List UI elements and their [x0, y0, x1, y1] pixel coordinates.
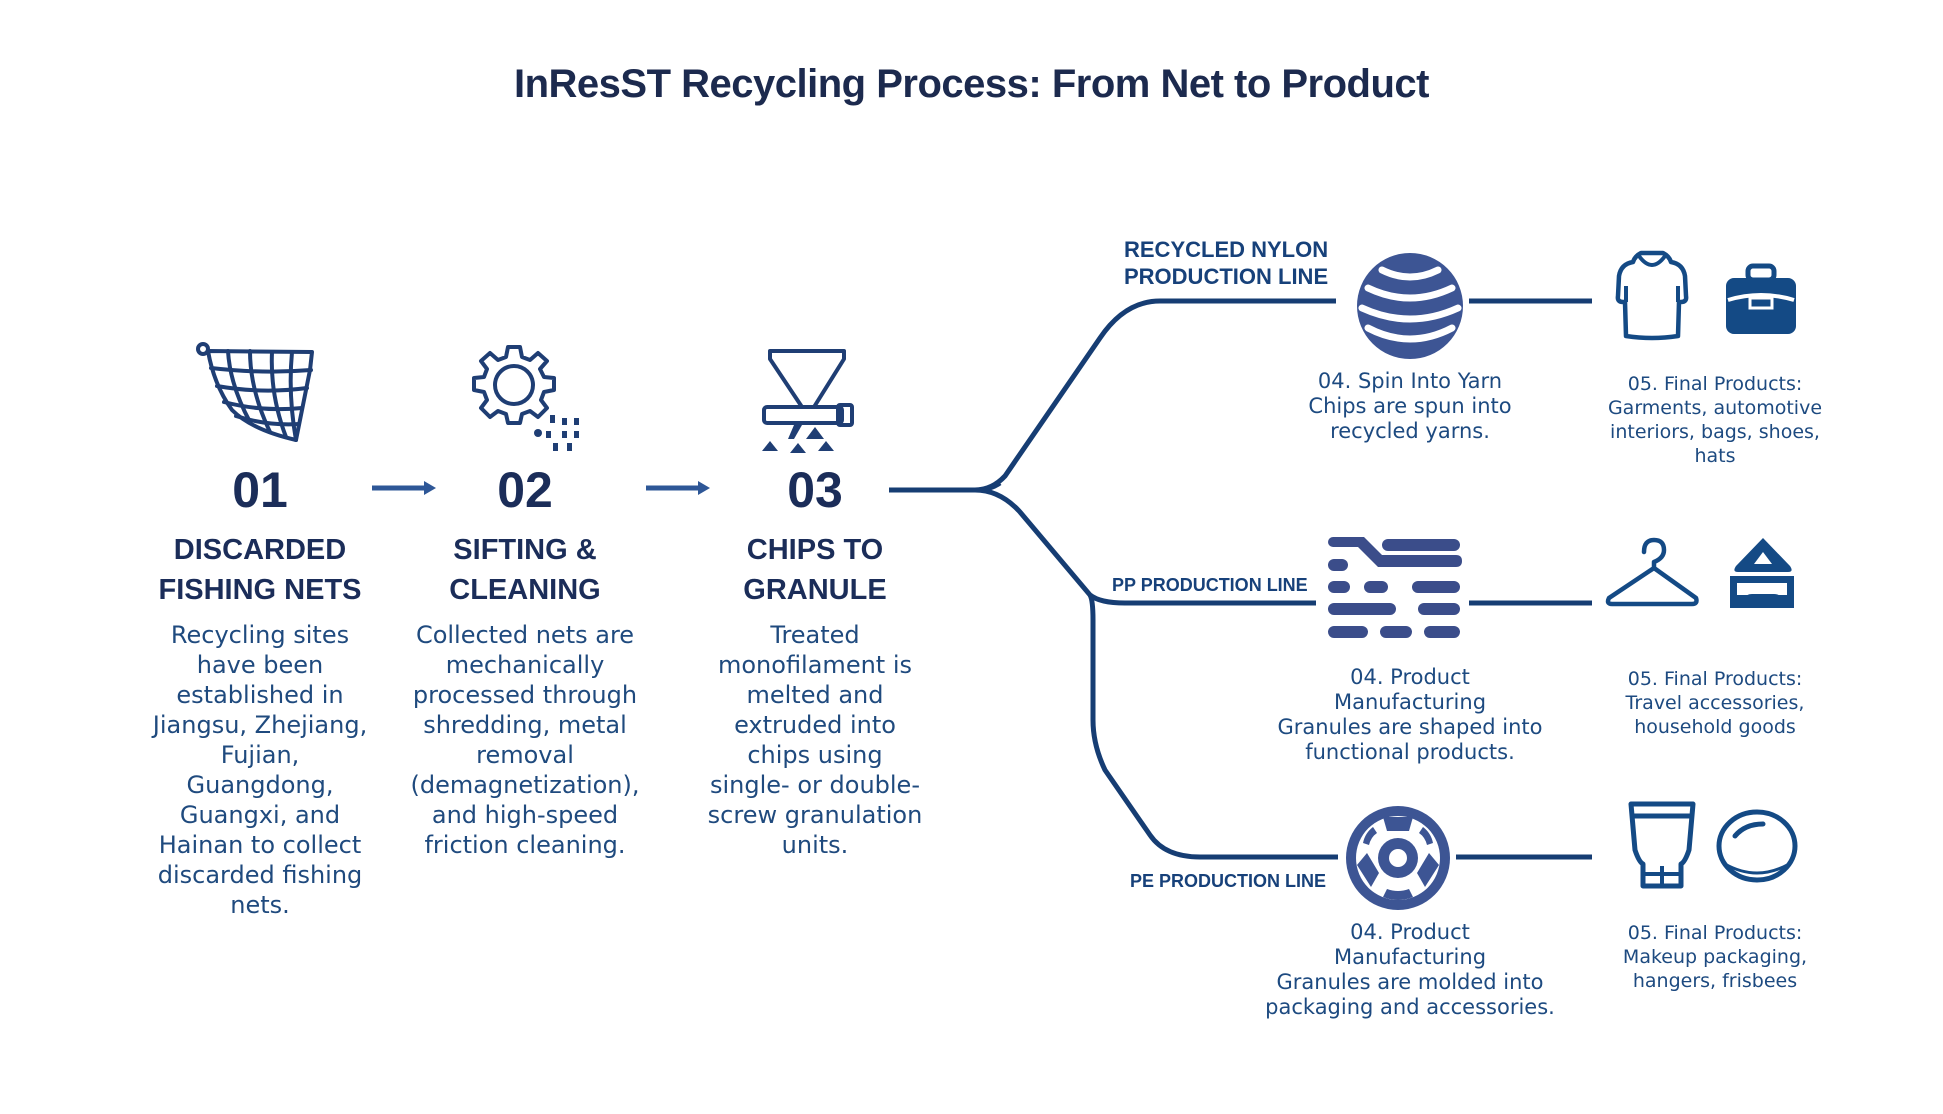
page-title: InResST Recycling Process: From Net to P…	[514, 62, 1430, 106]
products-description: Makeup packaging, hangers, frisbees	[1622, 946, 1808, 992]
yarn-ball-icon	[1357, 253, 1463, 359]
products-title: 05. Final Products:	[1627, 922, 1803, 944]
step-number: 01	[232, 462, 288, 518]
line-label-pp: PP PRODUCTION LINE	[1112, 575, 1308, 595]
stage-description: Chips are spun into recycled yarns.	[1308, 394, 1512, 443]
step-number: 02	[497, 462, 553, 518]
step-title: CHIPS TO GRANULE	[743, 534, 887, 606]
step-03: 03 CHIPS TO GRANULE Treated monofilament…	[695, 462, 935, 860]
manufacturing-lines-icon	[1328, 537, 1462, 638]
arrow-step2-to-step3	[646, 481, 710, 495]
products-title: 05. Final Products:	[1627, 373, 1803, 395]
products-description: Garments, automotive interiors, bags, sh…	[1607, 397, 1823, 467]
stage-title: 04. Product Manufacturing	[1333, 665, 1487, 714]
frisbee-icon	[1716, 809, 1798, 883]
step-description: Recycling sites have been established in…	[152, 621, 368, 919]
extruder-icon	[762, 349, 854, 453]
step-01: 01 DISCARDED FISHING NETS Recycling site…	[140, 462, 380, 920]
bag-icon	[1726, 263, 1796, 334]
stage-04-pe: 04. Product Manufacturing Granules are m…	[1250, 920, 1570, 1020]
line-label-pe: PE PRODUCTION LINE	[1130, 871, 1327, 891]
stage-04-nylon: 04. Spin Into Yarn Chips are spun into r…	[1260, 369, 1560, 444]
step-description: Treated monofilament is melted and extru…	[707, 621, 923, 859]
products-title: 05. Final Products:	[1627, 668, 1803, 690]
stage-04-pp: 04. Product Manufacturing Granules are s…	[1255, 665, 1565, 765]
step-description: Collected nets are mechanically processe…	[410, 621, 640, 859]
step-title: DISCARDED FISHING NETS	[158, 534, 362, 606]
final-products-pp: 05. Final Products: Travel accessories, …	[1590, 667, 1840, 739]
stage-title: 04. Spin Into Yarn	[1317, 369, 1503, 393]
final-products-nylon: 05. Final Products: Garments, automotive…	[1590, 372, 1840, 468]
stage-description: Granules are molded into packaging and a…	[1265, 970, 1555, 1019]
t-shirt-icon	[1615, 250, 1689, 341]
gear-sifting-icon	[472, 345, 579, 451]
mold-wheel-icon	[1346, 806, 1450, 910]
final-products-pe: 05. Final Products: Makeup packaging, ha…	[1590, 921, 1840, 993]
products-description: Travel accessories, household goods	[1625, 692, 1805, 738]
stage-description: Granules are shaped into functional prod…	[1277, 715, 1543, 764]
step-title: SIFTING & CLEANING	[449, 534, 601, 606]
stage-title: 04. Product Manufacturing	[1333, 920, 1487, 969]
branch-pe	[1087, 593, 1338, 860]
line-label-nylon: RECYCLED NYLON PRODUCTION LINE	[1124, 237, 1329, 289]
arrow-step1-to-step2	[372, 481, 436, 495]
cosmetic-tube-icon	[1628, 801, 1696, 889]
branch-nylon	[974, 298, 1336, 493]
hanger-icon	[1605, 537, 1699, 607]
step-02: 02 SIFTING & CLEANING Collected nets are…	[405, 462, 645, 860]
fishing-net-icon	[196, 342, 314, 442]
household-item-icon	[1730, 538, 1794, 608]
step-number: 03	[787, 462, 843, 518]
